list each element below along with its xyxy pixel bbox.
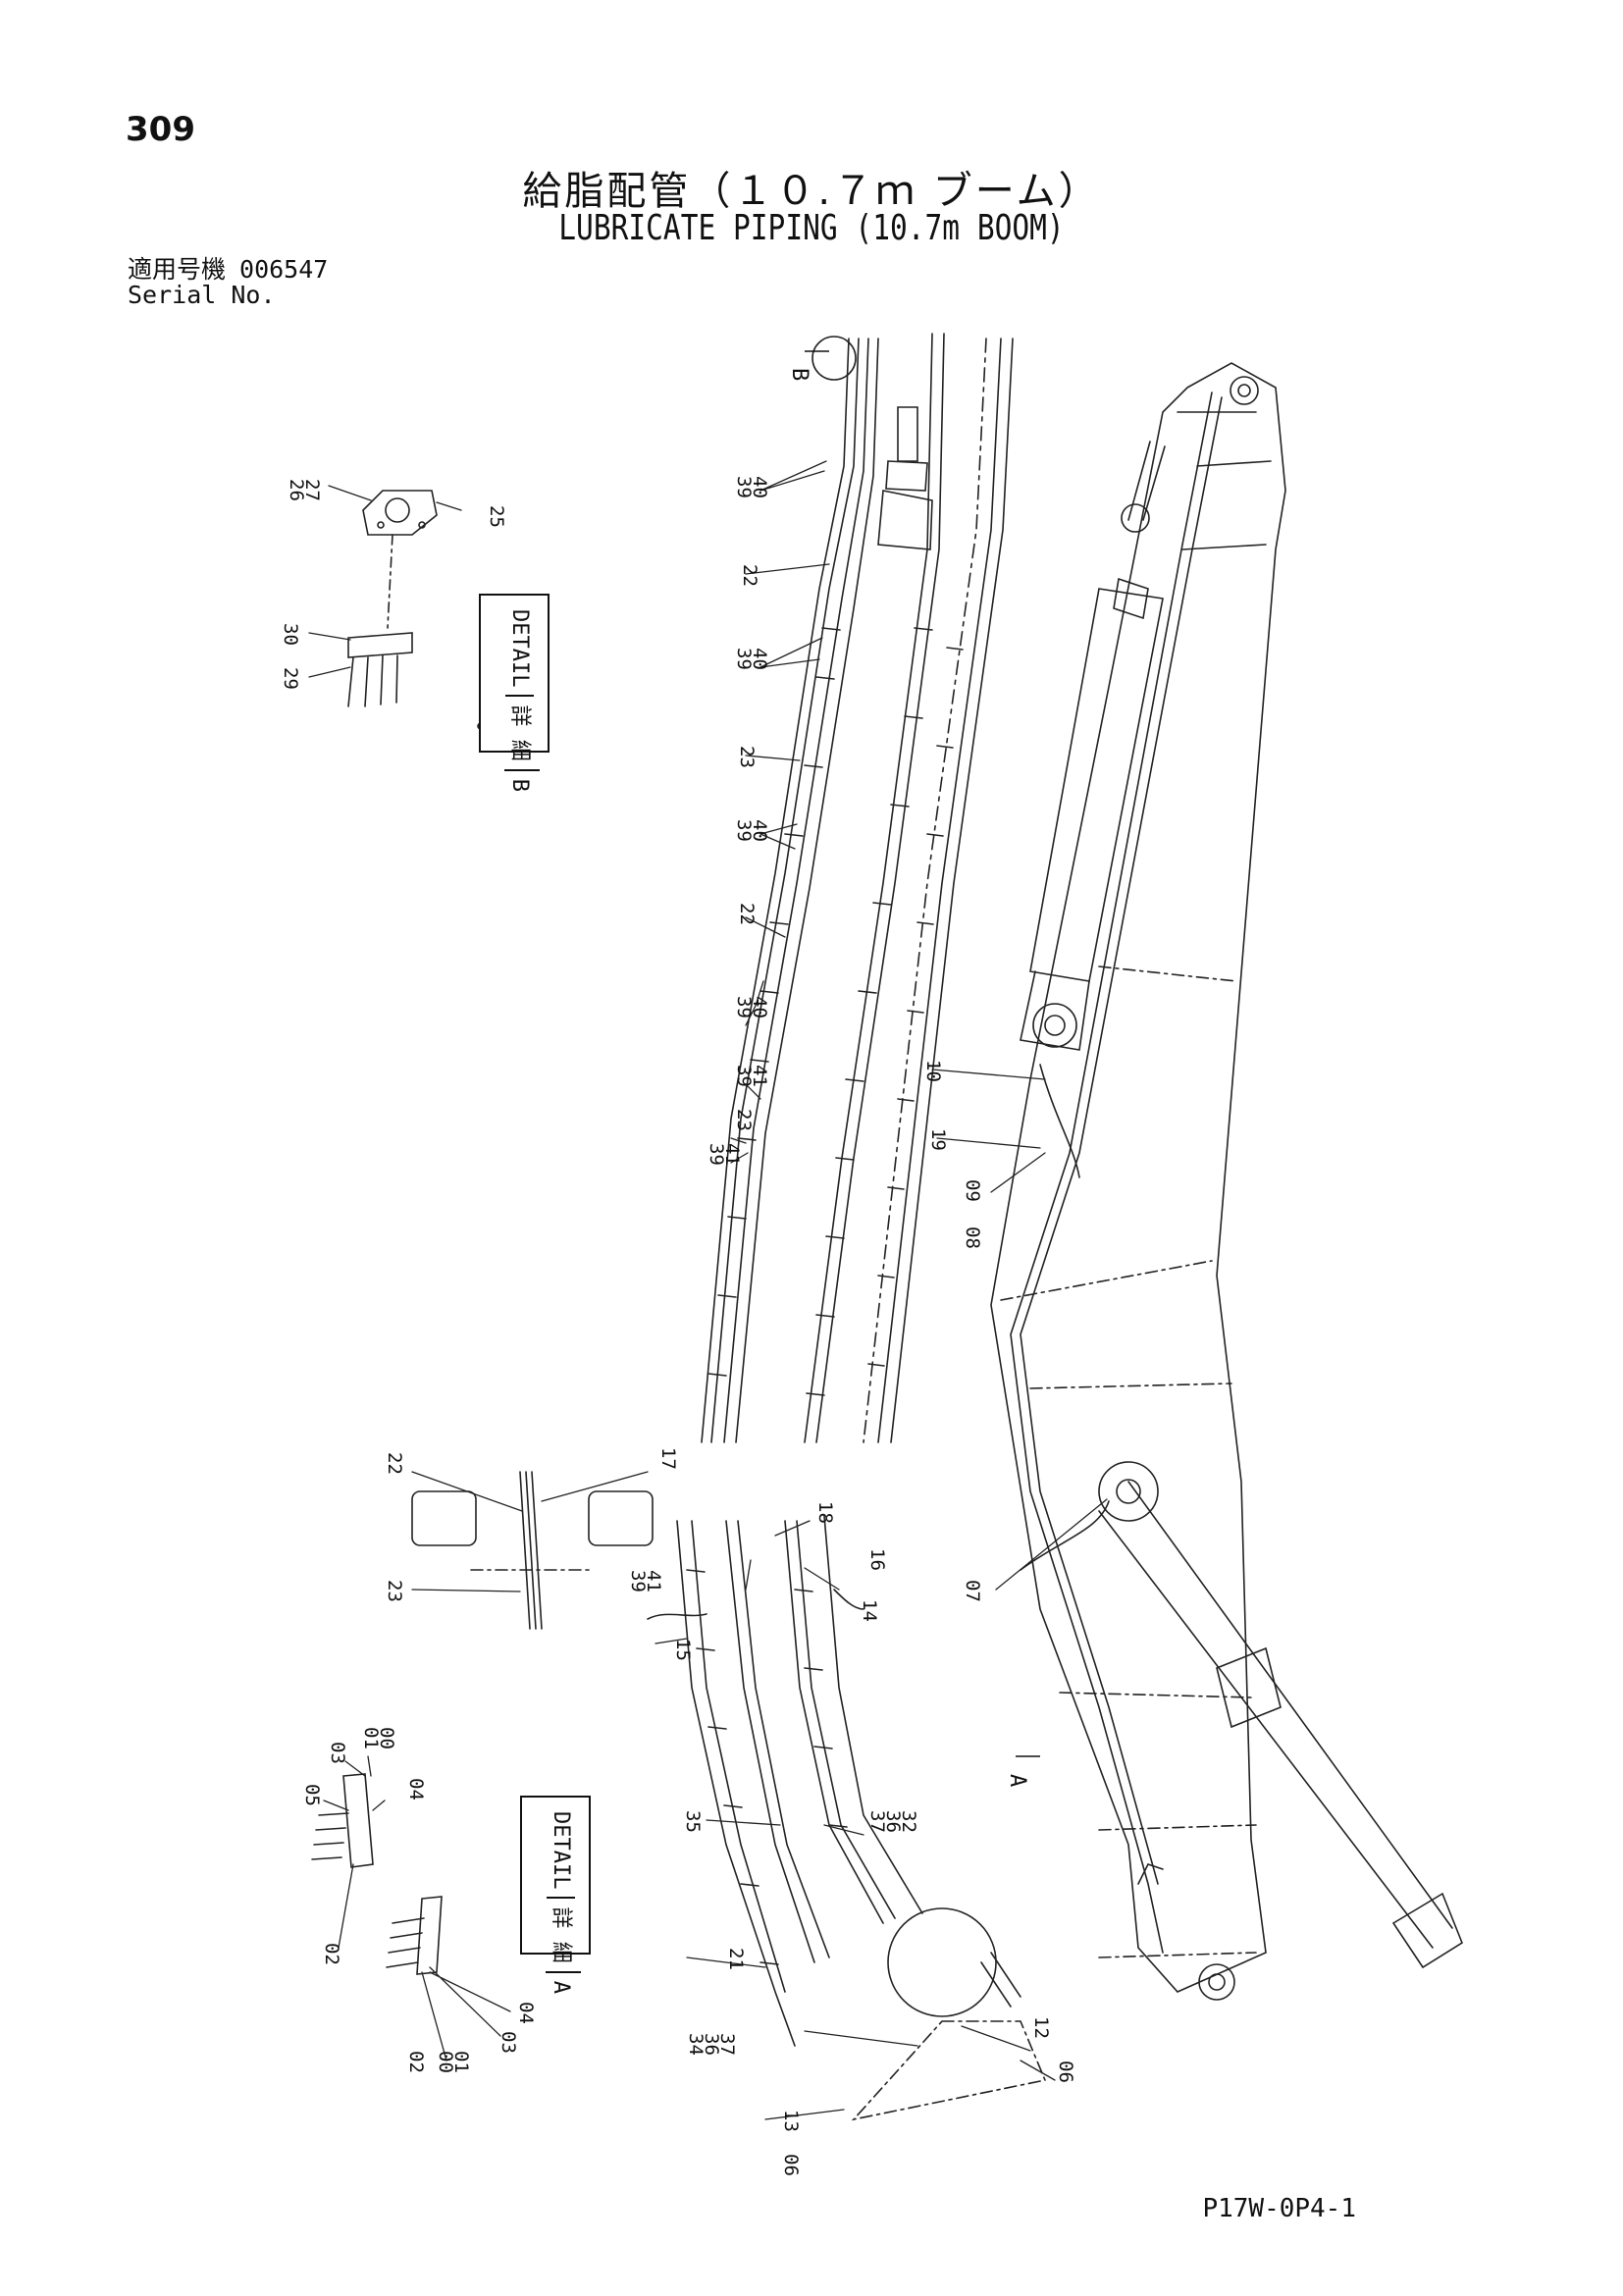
callout-32: 32 — [898, 1810, 919, 1833]
callout-23: 23 — [733, 1109, 755, 1131]
callout-37: 37 — [866, 1810, 888, 1833]
callout-03: 03 — [497, 2031, 519, 2054]
callout-39: 39 — [706, 1143, 727, 1166]
callout-40: 40 — [749, 476, 770, 498]
detail-a-letter: A — [549, 1980, 573, 1994]
callout-26: 26 — [286, 479, 307, 501]
callout-15: 15 — [672, 1639, 694, 1661]
piping-lower-lines — [647, 1515, 1047, 2121]
callout-19: 19 — [927, 1128, 949, 1151]
callout-21: 21 — [725, 1948, 747, 1970]
callout-40: 40 — [749, 996, 770, 1018]
boom-lube-lines — [1010, 391, 1223, 1954]
callout-09: 09 — [962, 1179, 983, 1202]
serial-label-japanese: 適用号機 — [128, 255, 227, 284]
detail-a-label-japanese: 詳 細 — [546, 1899, 581, 1973]
arm-cylinder — [1098, 1461, 1463, 1969]
page-title-english: LUBRICATE PIPING (10.7m BOOM) — [558, 208, 1065, 248]
serial-block: 適用号機 006547 Serial No. — [128, 257, 341, 308]
callout-17: 17 — [657, 1447, 679, 1470]
junction-detail — [411, 1471, 654, 1630]
detail-a-sketch — [311, 1773, 443, 1975]
callout-41: 41 — [721, 1143, 743, 1166]
leader-lines — [308, 460, 1108, 2120]
callout-12: 12 — [1030, 2016, 1052, 2039]
marker-a: A — [1005, 1774, 1029, 1787]
callout-36: 36 — [701, 2033, 722, 2056]
callout-36: 36 — [882, 1810, 904, 1833]
detail-b-box: DETAIL詳 細 B — [479, 594, 550, 792]
callout-18: 18 — [814, 1501, 836, 1524]
callout-14: 14 — [859, 1599, 880, 1622]
serial-label-english: Serial No. — [128, 281, 276, 309]
callout-04: 04 — [405, 1778, 427, 1800]
callout-27: 27 — [301, 479, 323, 501]
callout-01: 01 — [450, 2051, 472, 2073]
callout-23: 23 — [384, 1580, 405, 1602]
callout-03: 03 — [327, 1742, 348, 1764]
callout-08: 08 — [962, 1226, 983, 1249]
callout-10: 10 — [922, 1060, 944, 1082]
callout-01: 01 — [360, 1727, 382, 1749]
callout-06: 06 — [1055, 2061, 1076, 2083]
callout-37: 37 — [716, 2033, 738, 2056]
callout-00: 00 — [376, 1727, 397, 1749]
callout-02: 02 — [321, 1943, 342, 1965]
callout-22: 22 — [384, 1452, 405, 1475]
piping-upper-lines — [701, 333, 1014, 1443]
callout-39: 39 — [733, 1065, 755, 1087]
callout-22: 22 — [739, 564, 760, 587]
callout-40: 40 — [749, 648, 770, 670]
detail-b-letter: B — [507, 778, 532, 792]
detail-b-label-japanese: 詳 細 — [504, 697, 540, 771]
callout-29: 29 — [280, 667, 301, 690]
serial-number: 006547 — [239, 255, 329, 284]
callout-16: 16 — [866, 1548, 888, 1571]
page-title-japanese: 給脂配管（１０.７ｍ ブーム） — [522, 169, 1101, 214]
callout-41: 41 — [749, 1065, 770, 1087]
detail-a-box: DETAIL詳 細 A — [520, 1796, 591, 1994]
callout-02: 02 — [405, 2051, 427, 2073]
callout-34: 34 — [685, 2033, 707, 2056]
callout-25: 25 — [486, 505, 507, 528]
callout-39: 39 — [733, 648, 755, 670]
callout-22: 22 — [736, 903, 758, 925]
marker-b: B — [787, 368, 812, 381]
detail-b-label: DETAIL — [505, 601, 534, 698]
detail-b-sketch — [347, 490, 438, 707]
callout-35: 35 — [682, 1810, 704, 1833]
piping-upper-clamps — [707, 336, 964, 1396]
callout-05: 05 — [301, 1784, 323, 1806]
boom-body — [990, 362, 1286, 1993]
detail-a-label: DETAIL — [547, 1803, 575, 1900]
callout-39: 39 — [733, 819, 755, 842]
callout-00: 00 — [435, 2051, 456, 2073]
callout-39: 39 — [733, 996, 755, 1018]
boom-pins — [1032, 376, 1259, 2001]
callout-13: 13 — [780, 2110, 802, 2132]
callout-23: 23 — [736, 746, 758, 768]
boom-cylinder — [1020, 441, 1166, 1051]
callout-04: 04 — [515, 2002, 537, 2024]
callout-41: 41 — [643, 1570, 664, 1592]
callout-39: 39 — [627, 1570, 649, 1592]
callout-30: 30 — [280, 623, 301, 646]
callout-07: 07 — [962, 1580, 983, 1602]
callout-40: 40 — [749, 819, 770, 842]
callout-39: 39 — [733, 476, 755, 498]
page-number: 309 — [126, 110, 195, 149]
callout-06: 06 — [780, 2154, 802, 2176]
drawing-code: P17W-0P4-1 — [1202, 2194, 1356, 2223]
